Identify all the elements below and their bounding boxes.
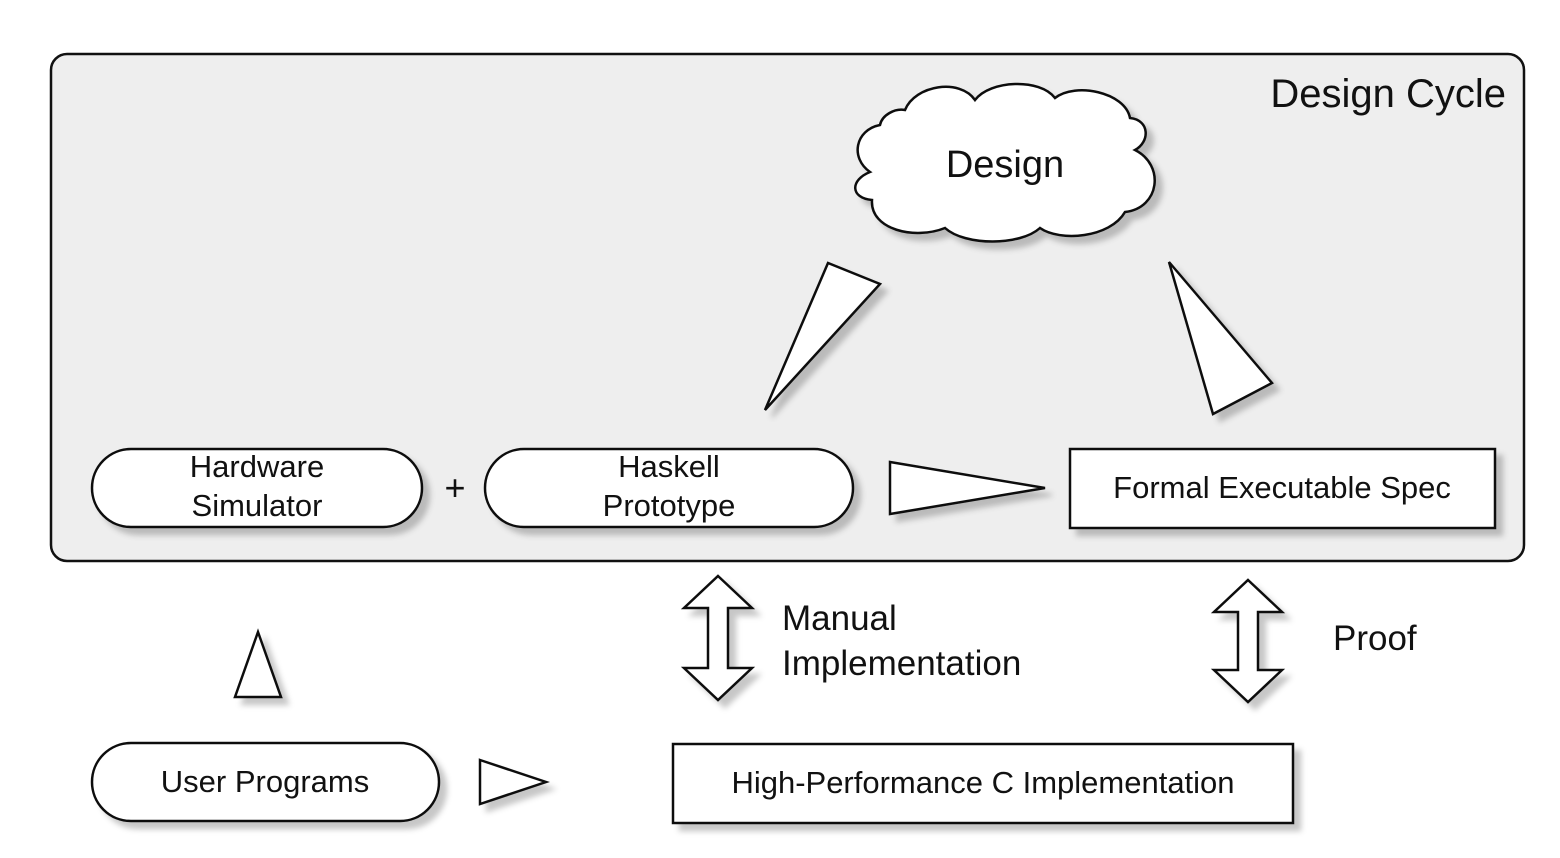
haskell-prototype-label-line2: Prototype [603,488,736,523]
design-cycle-title: Design Cycle [1270,72,1506,116]
hardware-simulator-label-line1: Hardware [190,449,324,484]
arrow-spec-to-design [1167,261,1274,416]
user-programs-pill [90,741,441,823]
c-implementation-label: High-Performance C Implementation [731,765,1234,800]
proof-double-arrow [1210,578,1286,704]
user-programs-label: User Programs [161,764,369,799]
arrow-user-programs-to-simulator [233,628,283,699]
manual-implementation-label-line1: Manual [782,599,897,638]
haskell-prototype-label-line1: Haskell [618,449,720,484]
proof-label: Proof [1333,619,1417,658]
manual-implementation-label-line2: Implementation [782,644,1021,683]
arrow-user-programs-to-c-impl [478,758,550,806]
haskell-prototype-pill [483,447,855,529]
manual-implementation-double-arrow [680,574,756,702]
formal-spec-label: Formal Executable Spec [1113,470,1451,505]
arrow-prototype-to-design [763,261,883,411]
formal-spec-box [1068,447,1497,530]
design-cloud [854,82,1156,243]
arrow-prototype-to-spec [888,460,1046,516]
c-implementation-box [671,742,1295,825]
hardware-simulator-label-line2: Simulator [192,488,323,523]
hardware-simulator-pill [90,447,424,529]
plus-sign: + [444,467,465,508]
design-cloud-label: Design [946,144,1064,186]
